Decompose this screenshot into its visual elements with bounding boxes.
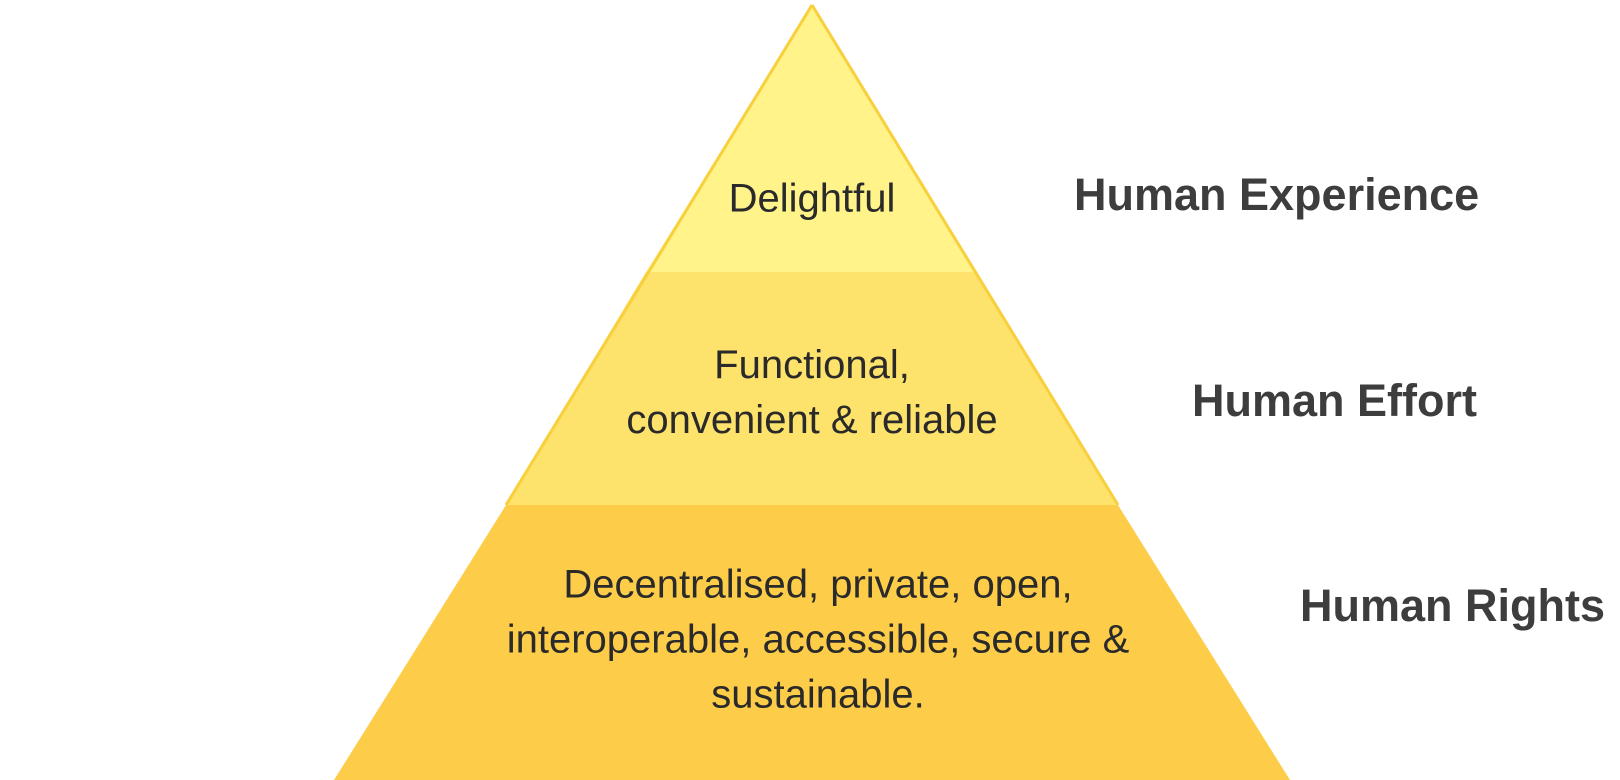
pyramid-tier-top <box>646 5 976 272</box>
tier-bottom-line: interoperable, accessible, secure & <box>506 617 1130 662</box>
pyramid-tier-bottom <box>334 505 1290 780</box>
pyramid-tier-middle <box>506 272 1118 505</box>
label-human-effort: Human Effort <box>1192 375 1477 426</box>
label-human-experience: Human Experience <box>1074 169 1480 220</box>
tier-bottom-line: sustainable. <box>711 672 925 717</box>
pyramid-outline-left <box>504 4 814 506</box>
tier-top-text: Delightful <box>729 172 896 227</box>
tier-middle-text: Functional, convenient & reliable <box>626 338 997 448</box>
tier-bottom-line: Decentralised, private, open, <box>563 562 1073 607</box>
tier-top-line: Delightful <box>728 176 896 221</box>
pyramid-outline-right <box>810 4 1120 506</box>
tier-bottom-text: Decentralised, private, open, interopera… <box>507 558 1130 723</box>
label-human-rights: Human Rights <box>1300 580 1606 631</box>
tier-middle-line: Functional, <box>714 343 910 387</box>
tier-middle-line: convenient & reliable <box>626 398 998 442</box>
